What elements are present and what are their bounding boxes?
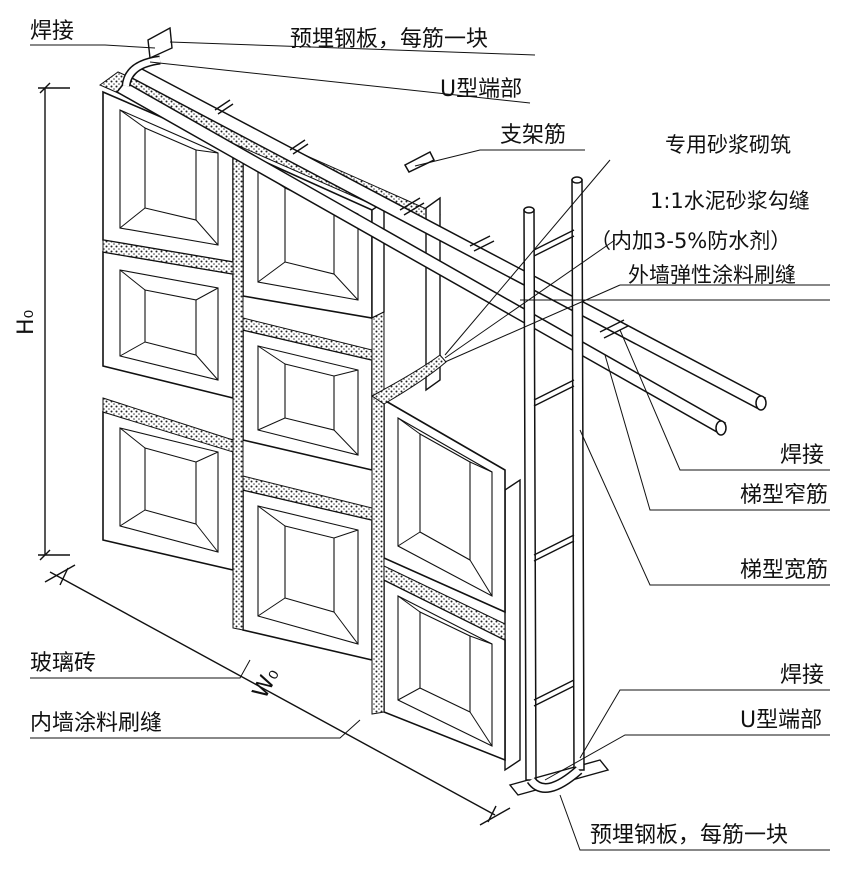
glass-brick-tile (102, 90, 234, 263)
glass-brick-tile (383, 398, 506, 614)
labels: 焊接 预埋钢板，每筋一块 U型端部 支架筋 专用砂浆砌筑 1:1水泥砂浆勾缝 （… (30, 19, 828, 848)
label-joint-line2: （内加3-5%防水剂） (590, 229, 791, 253)
embedded-plate-top (147, 26, 173, 60)
glass-brick-tile (102, 251, 234, 400)
glass-brick-grid (102, 90, 506, 762)
horizontal-mortar-joint (102, 239, 234, 275)
horizontal-mortar-joint (242, 475, 373, 521)
horizontal-mortar-joint (242, 317, 373, 361)
leader-lines (30, 41, 830, 851)
label-embed-plate-top: 预埋钢板，每筋一块 (290, 27, 488, 52)
label-u-end-top: U型端部 (440, 77, 522, 102)
label-u-end-bottom: U型端部 (740, 708, 822, 733)
height-label: H₀ (14, 309, 39, 335)
label-exterior-coating: 外墙弹性涂料刷缝 (628, 263, 796, 287)
vertical-ladder-rebar (523, 176, 585, 793)
height-dimension: H₀ (14, 82, 70, 561)
mortar-joints (102, 149, 506, 715)
label-ladder-narrow: 梯型窄筋 (740, 483, 828, 508)
horizontal-mortar-joint (102, 397, 234, 453)
embedded-plate-bottom (508, 759, 610, 796)
label-glass-brick: 玻璃砖 (30, 651, 96, 676)
glass-brick-tile (242, 150, 385, 320)
label-joint-line1: 1:1水泥砂浆勾缝 (650, 189, 810, 213)
label-weld-bottom: 焊接 (780, 663, 824, 688)
vertical-mortar-joint (371, 311, 385, 715)
label-embed-plate-bottom: 预埋钢板，每筋一块 (590, 823, 788, 848)
label-weld-top: 焊接 (30, 19, 74, 44)
label-special-mortar: 专用砂浆砌筑 (665, 133, 791, 157)
support-bar (403, 150, 436, 173)
horizontal-mortar-joint (383, 565, 506, 641)
label-interior-coating: 内墙涂料刷缝 (30, 711, 162, 736)
vertical-mortar-joint (232, 149, 244, 631)
label-weld-right: 焊接 (780, 443, 824, 468)
label-support-bar: 支架筋 (500, 123, 566, 148)
glass-brick-tile (102, 411, 234, 572)
glass-brick-tile (242, 488, 373, 662)
glass-brick-tile (242, 328, 373, 472)
label-ladder-wide: 梯型宽筋 (740, 558, 828, 583)
